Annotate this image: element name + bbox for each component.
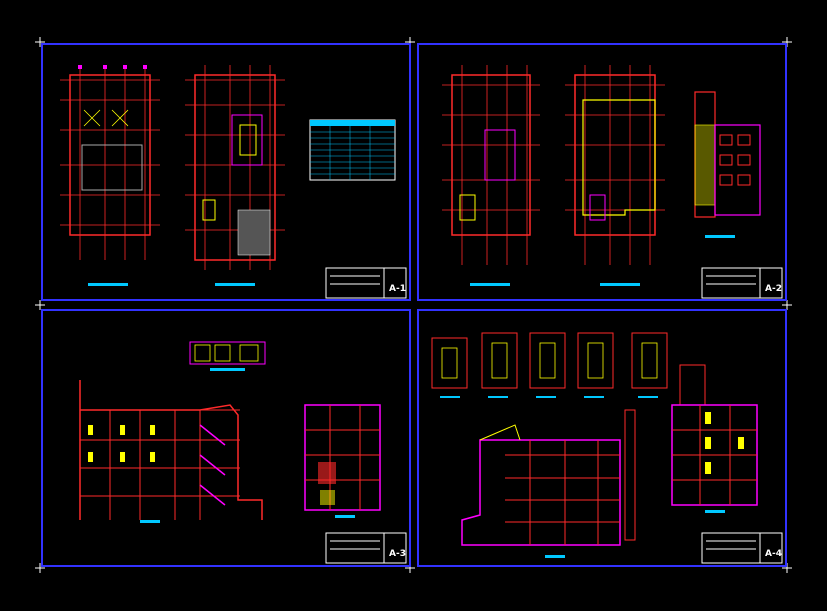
floor-plan-1 — [60, 65, 160, 286]
sheet-a2-border — [417, 43, 787, 301]
sheet-a4[interactable]: A-4 — [417, 309, 787, 567]
sheet-a3-label: A-3 — [389, 549, 406, 559]
title-block-a4: A-4 — [701, 532, 783, 564]
floor-plan-2 — [185, 65, 285, 286]
detail-strip — [189, 341, 266, 371]
floor-plan-3 — [442, 65, 540, 286]
floor-plan-4 — [565, 65, 665, 286]
title-block-a2: A-2 — [701, 267, 783, 299]
side-elevation-1 — [304, 404, 381, 518]
sheet-a1-label: A-1 — [389, 284, 406, 294]
outer-frame — [35, 37, 792, 573]
facade-elevation — [694, 91, 761, 238]
title-block-a3: A-3 — [325, 532, 407, 564]
building-section-1 — [79, 380, 263, 523]
title-block-a1: A-1 — [325, 267, 407, 299]
sheet-a3[interactable]: A-3 — [41, 309, 411, 567]
sheet-a1-border — [41, 43, 411, 301]
sheet-a2[interactable]: A-2 — [417, 43, 787, 301]
sheet-a4-label: A-4 — [765, 549, 782, 559]
building-section-2 — [461, 409, 636, 558]
stair-details — [431, 332, 668, 398]
side-elevation-2 — [671, 364, 758, 513]
sheet-a1[interactable]: A-1 — [41, 43, 411, 301]
sheet-a2-label: A-2 — [765, 284, 782, 294]
sheet-a3-border — [41, 309, 411, 567]
schedule-table — [309, 119, 396, 181]
sheet-a4-border — [417, 309, 787, 567]
